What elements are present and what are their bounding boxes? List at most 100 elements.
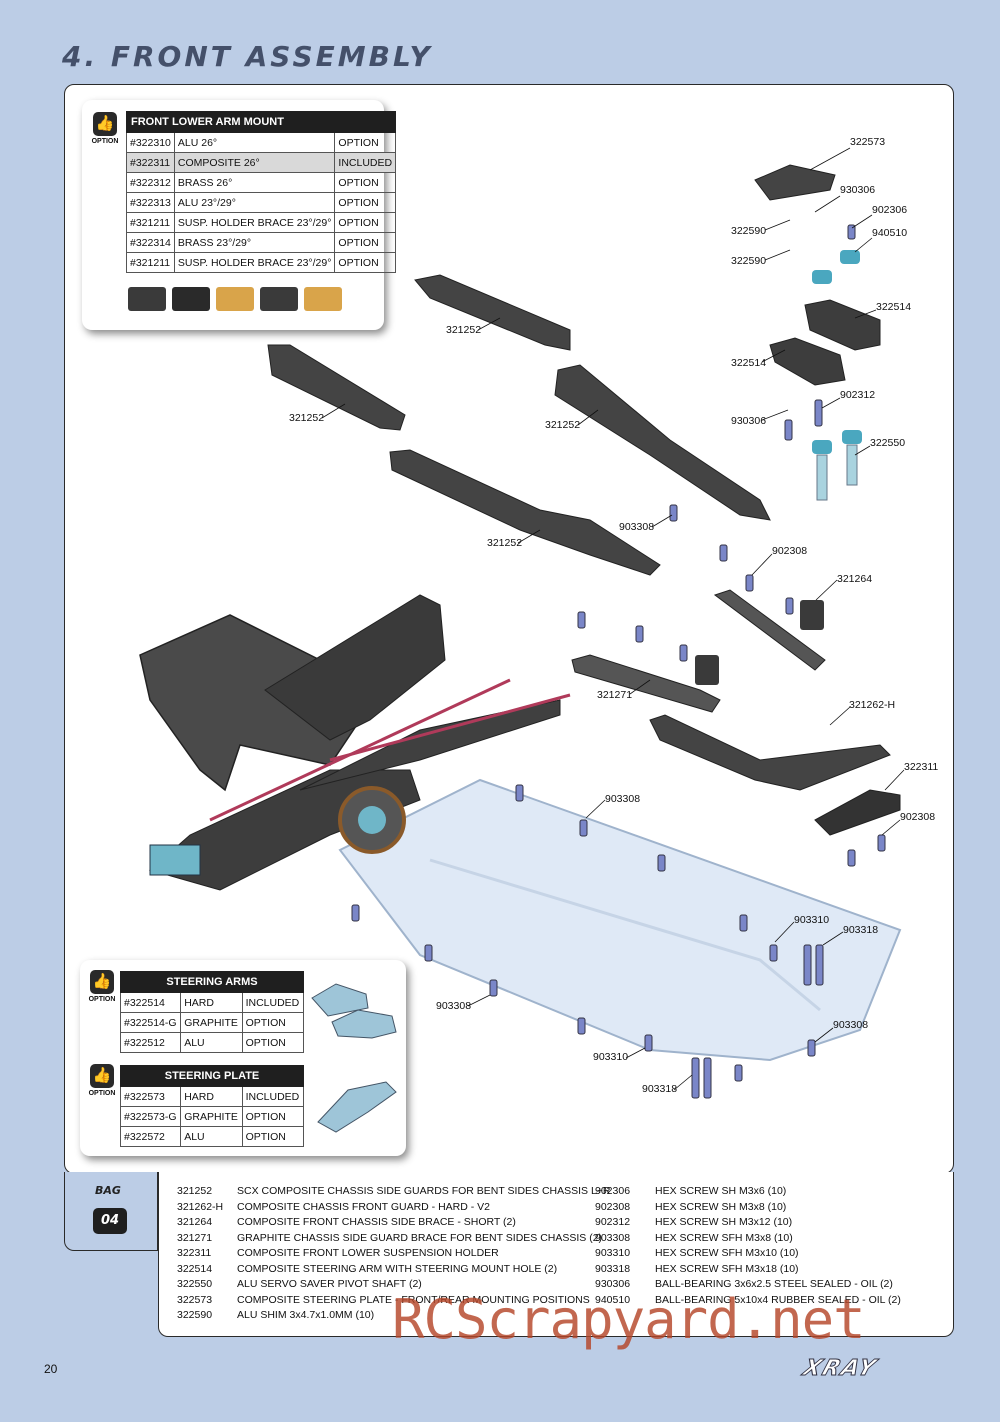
callout-903308-c: 903308 bbox=[436, 1000, 471, 1012]
bearing-2 bbox=[840, 250, 860, 264]
thumbs-up-icon: 👍 bbox=[93, 112, 117, 136]
callout-930306-b: 930306 bbox=[731, 415, 766, 427]
graphite-brace-right bbox=[713, 589, 826, 671]
steering-arm-lower bbox=[769, 337, 846, 386]
callout-930306: 930306 bbox=[840, 184, 875, 196]
brand-logo: XRAY bbox=[799, 1356, 881, 1382]
option-icon: 👍 OPTION bbox=[85, 970, 119, 1003]
callout-902306: 902306 bbox=[872, 204, 907, 216]
callout-321271: 321271 bbox=[597, 689, 632, 701]
bearing-4 bbox=[842, 430, 862, 444]
steering-plate-illustration bbox=[317, 1081, 397, 1133]
side-brace-2 bbox=[695, 655, 719, 685]
steering-arm-illustration-2 bbox=[331, 1009, 397, 1039]
bag-tab: BAG 04 bbox=[64, 1172, 158, 1251]
side-guard-bottom bbox=[389, 449, 661, 576]
callout-labels bbox=[321, 147, 905, 1091]
table-title: STEERING PLATE bbox=[120, 1065, 304, 1087]
pivot-shaft-2 bbox=[846, 444, 858, 486]
option-icon: 👍 OPTION bbox=[85, 1064, 119, 1097]
callout-322514-b: 322514 bbox=[731, 357, 766, 369]
callout-text: 322573 930306 902306 322590 940510 32259… bbox=[289, 136, 938, 1095]
callout-903308-b: 903308 bbox=[605, 793, 640, 805]
front-bulkhead bbox=[139, 614, 382, 792]
hub-carrier bbox=[149, 844, 201, 876]
option-icon: 👍 OPTION bbox=[88, 112, 122, 145]
graphite-brace-left bbox=[571, 654, 721, 713]
table-title: FRONT LOWER ARM MOUNT bbox=[125, 111, 397, 133]
callout-903310: 903310 bbox=[794, 914, 829, 926]
steering-arm-illustration bbox=[311, 983, 369, 1017]
front-guard bbox=[649, 714, 891, 791]
callout-321264: 321264 bbox=[837, 573, 872, 585]
callout-321262-h: 321262-H bbox=[849, 699, 895, 711]
arm-mount-thumbnails bbox=[128, 287, 342, 311]
callout-321252-b: 321252 bbox=[289, 412, 324, 424]
callout-903310-b: 903310 bbox=[593, 1051, 628, 1063]
side-guard-mid bbox=[554, 364, 771, 521]
callout-902312: 902312 bbox=[840, 389, 875, 401]
callout-322550: 322550 bbox=[870, 437, 905, 449]
bag-number: 04 bbox=[93, 1208, 127, 1234]
shock-tower bbox=[264, 594, 446, 741]
callout-902308: 902308 bbox=[772, 545, 807, 557]
screws bbox=[351, 224, 886, 1099]
side-guard-top bbox=[414, 274, 571, 351]
thumbs-up-icon: 👍 bbox=[90, 1064, 114, 1088]
callout-321252-d: 321252 bbox=[487, 537, 522, 549]
callout-902308-b: 902308 bbox=[900, 811, 935, 823]
steering-arm-upper bbox=[804, 299, 881, 351]
bearing-1 bbox=[812, 270, 832, 284]
mount-thumbnail-composite bbox=[172, 287, 210, 311]
pivot-shaft-1 bbox=[816, 454, 828, 501]
thumbs-up-icon: 👍 bbox=[90, 970, 114, 994]
callout-322590: 322590 bbox=[731, 225, 766, 237]
callout-322311: 322311 bbox=[904, 761, 938, 773]
watermark: RCScrapyard.net bbox=[392, 1288, 866, 1351]
callout-903308: 903308 bbox=[619, 521, 654, 533]
mount-thumbnail-alu bbox=[128, 287, 166, 311]
callout-903318: 903318 bbox=[843, 924, 878, 936]
steering-link-1 bbox=[209, 678, 511, 822]
lower-suspension-holder bbox=[814, 789, 901, 836]
callout-321252-c: 321252 bbox=[545, 419, 580, 431]
callout-322573: 322573 bbox=[850, 136, 885, 148]
steering-link-2 bbox=[329, 693, 571, 762]
table-title: STEERING ARMS bbox=[120, 971, 304, 993]
exploded-assembly-drawing: 322573 930306 902306 322590 940510 32259… bbox=[139, 136, 938, 1099]
page-title: 4. FRONT ASSEMBLY bbox=[62, 40, 433, 73]
steering-plate bbox=[754, 164, 836, 201]
callout-322514: 322514 bbox=[876, 301, 911, 313]
bearing-3 bbox=[812, 440, 832, 454]
mount-thumbnail-alu-23 bbox=[260, 287, 298, 311]
bag-label: BAG bbox=[95, 1184, 121, 1197]
